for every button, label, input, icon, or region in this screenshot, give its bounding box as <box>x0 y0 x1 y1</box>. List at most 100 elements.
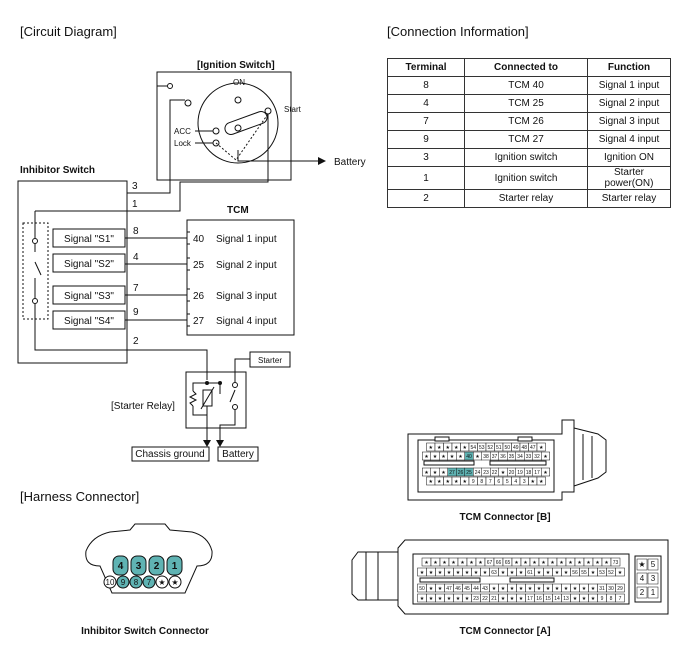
header-terminal: Terminal <box>387 58 465 77</box>
battery-box <box>217 446 259 462</box>
connector-pin-label: ★ <box>523 560 528 566</box>
connector-pin-label: 51 <box>496 445 502 451</box>
starter-relay-box <box>185 371 247 429</box>
connector-pin-label: 36 <box>500 454 506 460</box>
connector-pin-label: ★ <box>546 570 551 576</box>
connector-pin-label: 17 <box>534 470 540 476</box>
cell-function: Signal 3 input <box>587 112 671 131</box>
inhibitor-pin-1: 1 <box>132 199 138 210</box>
connector-pin-label: ★ <box>492 586 497 592</box>
connector-pin-label: ★ <box>420 570 425 576</box>
connector-pin-cell <box>541 451 550 461</box>
cell-function: Signal 2 input <box>587 94 671 113</box>
svg-text:4: 4 <box>118 561 124 572</box>
connector-pin-cell <box>541 467 550 477</box>
connector-pin-label: 34 <box>517 454 523 460</box>
cell-terminal: 7 <box>387 112 465 131</box>
connector-pin-label: ★ <box>573 596 578 602</box>
ign-input-contact <box>184 99 192 107</box>
connector-pin-label: 55 <box>581 570 587 576</box>
connector-pin-label: ★ <box>450 454 455 460</box>
connector-pin-label: 19 <box>517 470 523 476</box>
connector-pin-label: ★ <box>456 596 461 602</box>
tcm-signal-1-label: Signal 1 input <box>216 234 277 245</box>
connector-pin-label: ★ <box>564 570 569 576</box>
tcm-label: TCM <box>227 205 249 216</box>
connector-pin-label: 53 <box>599 570 605 576</box>
connector-pin-label: 4 <box>640 574 645 583</box>
connector-pin-label: 7 <box>489 479 492 485</box>
connector-pin-label: 52 <box>608 570 614 576</box>
connector-pin-label: 1 <box>651 588 656 597</box>
connector-pin-label: ★ <box>429 479 434 485</box>
connector-pin-label: ★ <box>429 570 434 576</box>
relay-resistor <box>188 390 198 407</box>
connector-pin-label: 14 <box>554 596 560 602</box>
battery-arrow <box>318 157 326 165</box>
cell-function: Ignition ON <box>587 148 671 167</box>
inhibitor-pin-2: 2 <box>133 336 139 347</box>
connector-pin-label: ★ <box>510 570 515 576</box>
connector-pin-label: 4 <box>514 479 517 485</box>
chassis-ground-box <box>131 446 210 462</box>
connector-pin-label: ★ <box>442 560 447 566</box>
connector-pin-label: 2 <box>640 588 645 597</box>
connector-pin-label: 13 <box>563 596 569 602</box>
connector-pin-label: ★ <box>546 586 551 592</box>
cell-terminal: 2 <box>387 189 465 208</box>
connector-pin-label: ★ <box>454 445 459 451</box>
inhibitor-switch-box <box>17 180 128 364</box>
signal-s2-label: Signal "S2" <box>64 259 114 270</box>
connector-pin-label: ★ <box>454 479 459 485</box>
connector-pin-label: 49 <box>513 445 519 451</box>
tcm-signal-4-label: Signal 4 input <box>216 316 277 327</box>
connector-pin-label: ★ <box>510 596 515 602</box>
tcm-pin-25: 25 <box>193 260 205 271</box>
connector-pin-label: 45 <box>464 586 470 592</box>
connector-pin-label: 21 <box>491 596 497 602</box>
header-function: Function <box>587 58 671 77</box>
svg-text:7: 7 <box>147 578 152 587</box>
connector-pin-label: ★ <box>528 586 533 592</box>
ign-acc-label: ACC <box>174 127 191 136</box>
tcm-a-shell <box>397 539 669 615</box>
connector-pin-label: ★ <box>550 560 555 566</box>
connector-pin-label: ★ <box>420 596 425 602</box>
connector-pin-label: 27 <box>449 470 455 476</box>
connector-pin-label: 15 <box>545 596 551 602</box>
connector-pin-label: 23 <box>473 596 479 602</box>
connector-pin-label: ★ <box>586 560 591 566</box>
cell-connected-to: TCM 27 <box>464 130 588 149</box>
starter-label: Starter <box>258 356 282 365</box>
connector-pin-label: 66 <box>496 560 502 566</box>
connector-pin-label: ★ <box>541 560 546 566</box>
cell-function: Starter power(ON) <box>587 166 671 190</box>
connector-pin-label: ★ <box>424 454 429 460</box>
cell-terminal: 8 <box>387 76 465 95</box>
connector-pin-label: ★ <box>463 445 468 451</box>
connector-pin-label: 18 <box>526 470 532 476</box>
ign-rotor <box>224 111 268 135</box>
connector-pin-label: ★ <box>433 560 438 566</box>
connector-pin-label: ★ <box>519 596 524 602</box>
tcm-pin-27: 27 <box>193 316 205 327</box>
connector-pin-label: ★ <box>438 596 443 602</box>
connector-pin-label: 29 <box>617 586 623 592</box>
connector-pin-label: 37 <box>492 454 498 460</box>
connector-pin-label: ★ <box>591 596 596 602</box>
connector-pin-cell <box>615 593 625 603</box>
connector-pin-label: ★ <box>537 586 542 592</box>
connector-pin-label: ★ <box>582 596 587 602</box>
connector-pin-label: ★ <box>532 560 537 566</box>
connector-pin-label: ★ <box>568 560 573 566</box>
connector-pin-label: ★ <box>573 586 578 592</box>
connector-pin-label: 52 <box>487 445 493 451</box>
connector-pin-label: ★ <box>441 454 446 460</box>
connector-pin-label: ★ <box>501 586 506 592</box>
cell-connected-to: Starter relay <box>464 189 588 208</box>
connector-pin-label: ★ <box>438 570 443 576</box>
